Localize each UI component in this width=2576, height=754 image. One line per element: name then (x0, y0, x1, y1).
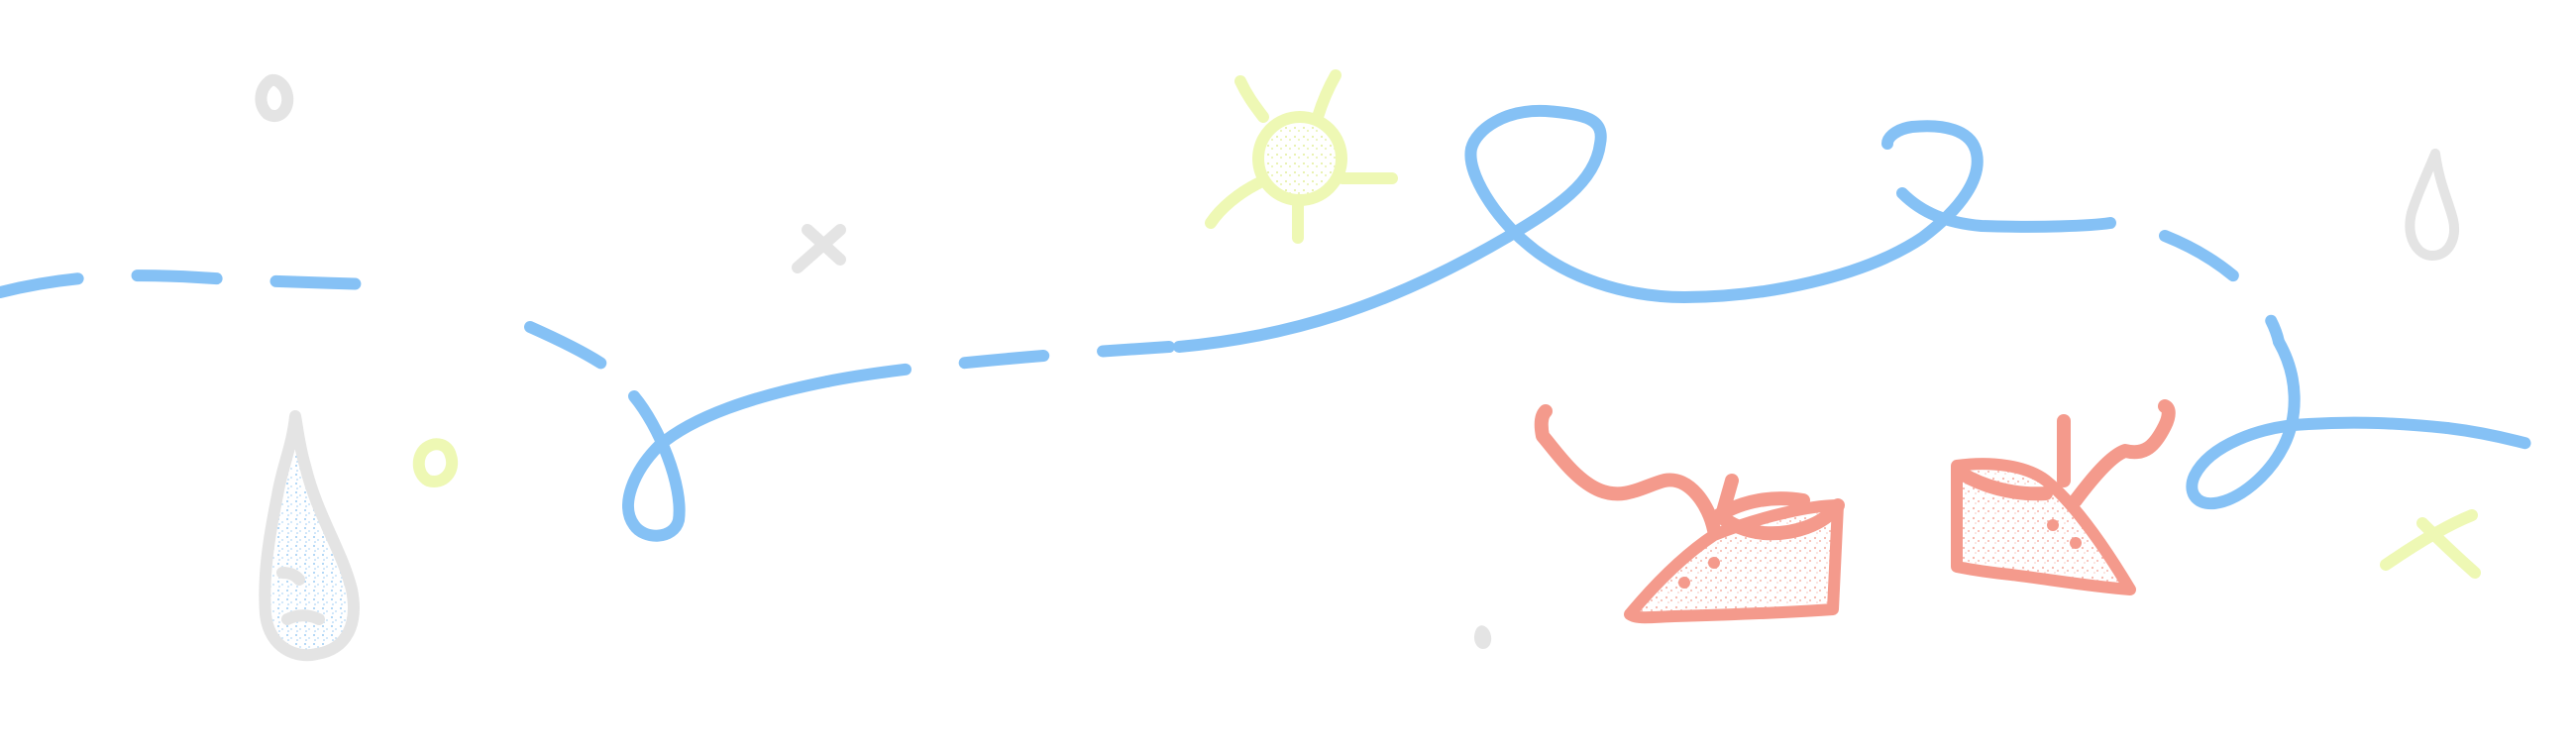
water-drop-icon (259, 410, 360, 662)
cross-icon-yellow (2380, 509, 2481, 579)
droplet-icon (2405, 149, 2459, 261)
cheese-wedge-icon-right (1951, 399, 2176, 595)
dashed-path-right-arc (2159, 230, 2285, 348)
ring-icon-yellow (412, 438, 459, 487)
dashed-path-middle (821, 341, 1175, 387)
ring-icon (255, 73, 294, 122)
path-loop-left (622, 376, 833, 542)
dot-icon (1473, 625, 1492, 649)
dashed-path-right-tail (2441, 422, 2576, 464)
sun-icon (1205, 69, 1398, 244)
dashed-path-left (0, 269, 640, 397)
cross-icon (792, 224, 846, 273)
path-loops-middle (1173, 104, 2116, 353)
cheese-wedge-icon (1534, 404, 1845, 624)
path-loop-right (2186, 336, 2453, 510)
